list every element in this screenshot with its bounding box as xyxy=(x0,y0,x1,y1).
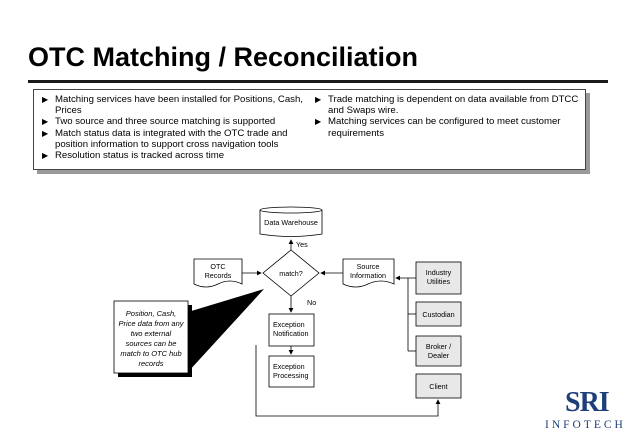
callout-line: Position, Cash, xyxy=(126,309,176,318)
match-label: match? xyxy=(279,269,303,278)
bullet-text: Trade matching is dependent on data avai… xyxy=(328,94,579,117)
arrow-bullet-icon: ▶ xyxy=(315,95,322,104)
source-info-label-line2: Information xyxy=(350,271,386,280)
feedback-loop-arrow xyxy=(255,345,441,417)
bullet-column-right: ▶ Trade matching is dependent on data ava… xyxy=(313,94,581,139)
bullet-item: ▶ Match status data is integrated with th… xyxy=(40,128,314,150)
callout-line: Price data from any xyxy=(118,319,184,328)
arrow-bullet-icon: ▶ xyxy=(42,151,49,161)
arrow-bullet-icon: ▶ xyxy=(315,117,322,127)
exc-proc-label-line1: Exception xyxy=(273,362,305,371)
industry-label-line2: Utilities xyxy=(427,277,451,286)
bullet-column-left: ▶ Matching services have been installed f… xyxy=(40,94,314,161)
client-node: Client xyxy=(415,373,462,399)
exc-notif-label-line1: Exception xyxy=(273,320,305,329)
arrow-bullet-icon: ▶ xyxy=(42,95,49,104)
callout-pointer xyxy=(188,289,264,372)
callout-line: two external xyxy=(131,329,172,338)
bullet-item: ▶ Resolution status is tracked across tim… xyxy=(40,150,314,161)
exc-proc-label-line2: Processing xyxy=(273,371,309,380)
industry-utilities-node: Industry Utilities xyxy=(415,261,462,295)
bullet-text: Match status data is integrated with the… xyxy=(55,127,288,150)
page-title: OTC Matching / Reconciliation xyxy=(28,42,419,72)
arrow-bullet-icon: ▶ xyxy=(42,117,49,127)
otc-records-label-line1: OTC xyxy=(210,262,225,271)
custodian-node: Custodian xyxy=(415,301,462,327)
title-underline xyxy=(28,80,608,83)
callout-box xyxy=(113,300,189,374)
yes-label: Yes xyxy=(296,240,308,249)
source-info-label-line1: Source xyxy=(357,262,380,271)
exception-processing-node: Exception Processing xyxy=(268,355,315,388)
bullet-item: ▶ Matching services have been installed f… xyxy=(40,94,314,116)
bullet-text: Two source and three source matching is … xyxy=(55,116,276,128)
callout-line: sources can be xyxy=(126,339,177,348)
callout-line: records xyxy=(138,359,163,368)
data-warehouse-node: Data Warehouse xyxy=(259,206,323,237)
broker-label-line1: Broker / xyxy=(426,342,451,351)
summary-box: ▶ Matching services have been installed f… xyxy=(33,89,586,170)
industry-label-line1: Industry xyxy=(426,268,452,277)
otc-records-node: OTC Records xyxy=(193,258,243,288)
bullet-text: Matching services can be configured to m… xyxy=(328,116,561,139)
client-label: Client xyxy=(429,382,447,391)
data-warehouse-label: Data Warehouse xyxy=(264,218,318,227)
bullet-text: Resolution status is tracked across time xyxy=(55,150,225,162)
match-decision-node: match? xyxy=(262,249,320,297)
bullet-item: ▶ Trade matching is dependent on data ava… xyxy=(313,94,581,116)
logo-main-text: SRI xyxy=(565,387,610,418)
bullet-item: ▶ Two source and three source matching is… xyxy=(40,116,314,127)
otc-records-label-line2: Records xyxy=(205,271,232,280)
bullet-item: ▶ Matching services can be configured to … xyxy=(313,116,581,138)
sri-infotech-logo: SRI INFOTECH xyxy=(545,387,625,437)
custodian-label: Custodian xyxy=(422,310,454,319)
logo-sub-text: INFOTECH xyxy=(545,419,626,431)
broker-dealer-node: Broker / Dealer xyxy=(415,335,462,367)
broker-label-line2: Dealer xyxy=(428,351,450,360)
callout-line: match to OTC hub xyxy=(120,349,181,358)
no-label: No xyxy=(307,298,316,307)
matching-callout: Position, Cash, Price data from any two … xyxy=(113,289,264,377)
exception-notification-node: Exception Notification xyxy=(268,313,315,347)
source-information-node: Source Information xyxy=(342,258,395,288)
bullet-text: Matching services have been installed fo… xyxy=(55,94,303,117)
exc-notif-label-line2: Notification xyxy=(273,329,309,338)
arrow-bullet-icon: ▶ xyxy=(42,128,49,138)
